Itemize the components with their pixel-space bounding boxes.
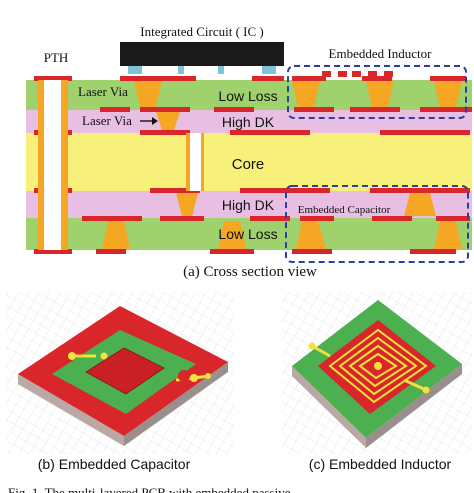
- laser-via-mid-label: Laser Via: [82, 113, 132, 128]
- low-loss-bottom-layer: [26, 218, 472, 250]
- embedded-capacitor-region: [285, 185, 469, 263]
- copper-traces: [34, 71, 472, 254]
- capacitor-top-plate: [85, 347, 165, 395]
- pth-via: [38, 80, 204, 250]
- high-dk-bottom-label: High DK: [222, 197, 275, 213]
- embedded-capacitor-label: Embedded Capacitor: [298, 204, 391, 216]
- integrated-circuit: [120, 42, 284, 74]
- inductor-spiral: [328, 328, 428, 404]
- figure-caption: Fig. 1. The multi-layered PCB with embed…: [8, 485, 300, 493]
- inductor-render: (c) Embedded Inductor: [282, 292, 472, 472]
- high-dk-bottom-layer: [26, 191, 472, 218]
- cross-section-diagram: PTH Integrated Circuit ( IC ) Embedded I…: [26, 24, 472, 280]
- laser-via-top-label: Laser Via: [78, 84, 128, 99]
- high-dk-top-label: High DK: [222, 114, 275, 130]
- low-loss-bottom-label: Low Loss: [218, 226, 277, 242]
- capacitor-render: (b) Embedded Capacitor: [6, 292, 234, 472]
- core-label: Core: [232, 156, 265, 173]
- low-loss-top-layer: [26, 80, 472, 110]
- laser-vias: [102, 81, 462, 249]
- ic-label: Integrated Circuit ( IC ): [140, 24, 263, 39]
- pth-label: PTH: [44, 50, 69, 65]
- laser-via-arrowhead: [152, 117, 158, 125]
- inductor-caption: (c) Embedded Inductor: [309, 456, 452, 472]
- cross-section-caption: (a) Cross section view: [183, 264, 317, 280]
- high-dk-top-layer: [26, 110, 472, 133]
- low-loss-top-label: Low Loss: [218, 88, 277, 104]
- core-layer: [26, 133, 472, 191]
- capacitor-caption: (b) Embedded Capacitor: [38, 456, 191, 472]
- embedded-inductor-region: [287, 65, 467, 119]
- embedded-inductor-label: Embedded Inductor: [329, 46, 433, 61]
